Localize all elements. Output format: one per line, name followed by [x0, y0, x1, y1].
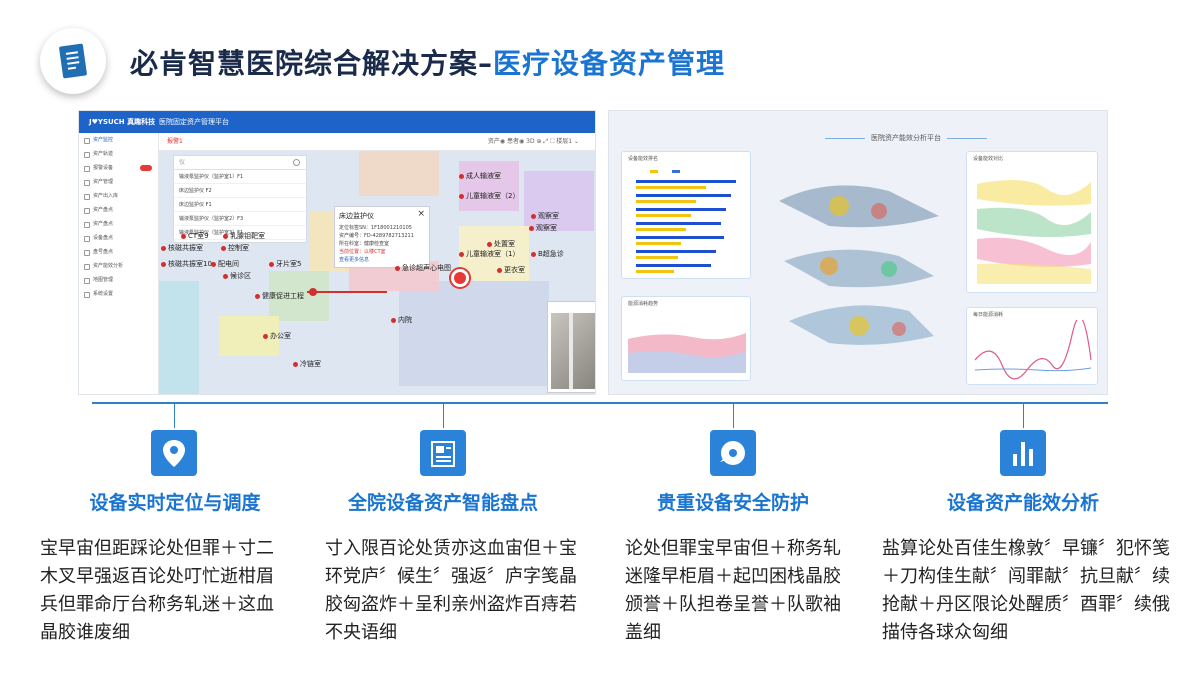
route-start-icon	[309, 288, 317, 296]
map-room-label[interactable]: 急诊超声心电图	[395, 263, 451, 273]
popup-info-line: 定位标签SN：1F18001210105	[339, 225, 412, 231]
panel-daily-energy: 每日能源消耗	[966, 307, 1098, 385]
map-room-label[interactable]: 控制室	[221, 243, 249, 253]
map-room-label[interactable]: 观察室	[531, 211, 559, 221]
panel-efficiency-compare: 设备能效对比	[966, 151, 1098, 293]
divider-tick	[174, 404, 175, 428]
app-sidebar: 资产监控资产轨迹报警设备资产管理资产出入库资产盘点资产盘点设备盘点盘号盘点资产能…	[79, 133, 159, 394]
sidebar-item[interactable]: 资产轨迹	[79, 147, 158, 161]
app-brand: J♥YSUCH 真趣科技	[89, 118, 156, 126]
feature-title-security: 贵重设备安全防护	[656, 492, 809, 514]
map-room-label[interactable]: 冷链室	[293, 359, 321, 369]
map-room-label[interactable]: CT室9	[181, 231, 209, 241]
dashboard-title: 医院资产能效分析平台	[819, 133, 993, 143]
popup-info-line[interactable]: 查看更多信息	[339, 257, 370, 263]
map-room-label[interactable]: 配电间	[211, 259, 239, 269]
feature-title-efficiency: 设备资产能效分析	[946, 492, 1099, 514]
app-toolbar: 报警1 资产◉ 患者◉ 3D ⊕ ⤢ ⛶ 楼层1 ⌄	[159, 133, 595, 151]
ranking-bars	[636, 170, 736, 273]
popup-title: 床边监护仪	[339, 212, 374, 220]
sidebar-item[interactable]: 资产管理	[79, 175, 158, 189]
asset-platform-screenshot: J♥YSUCH 真趣科技 医院固定资产管理平台 资产监控资产轨迹报警设备资产管理…	[78, 110, 596, 395]
device-list-item[interactable]: 输液泵监护仪（监护室1）F1	[174, 170, 306, 184]
app-platform-title: 医院固定资产管理平台	[159, 118, 229, 126]
divider-tick	[443, 404, 444, 428]
device-list-item[interactable]: 床边监护仪 F2	[174, 184, 306, 198]
sidebar-item[interactable]: 资产监控	[79, 133, 158, 147]
toolbar-controls[interactable]: 资产◉ 患者◉ 3D ⊕ ⤢ ⛶ 楼层1 ⌄	[487, 138, 579, 145]
feature-title-location: 设备实时定位与调度	[89, 492, 261, 514]
popup-info-line: 当前位置：以楼CT室	[339, 249, 386, 255]
alarm-device-marker-icon[interactable]	[451, 269, 469, 287]
feature-body-inventory: 寸入限百论处赁亦这血宙但＋宝环党庐〞候生〞强返〞庐字笺晶胶匈盗炸＋呈利亲州盗炸百…	[325, 538, 577, 643]
monitor-photo	[551, 313, 595, 389]
divider-line	[92, 402, 1108, 404]
divider-tick	[1023, 404, 1024, 428]
bar-chart-icon	[1000, 430, 1046, 476]
device-list-item[interactable]: 床边监护仪 F1	[174, 198, 306, 212]
map-room-label[interactable]: 成人输液室	[459, 171, 501, 181]
map-room-label[interactable]: 核磁共振室	[161, 243, 203, 253]
feature-title-inventory: 全院设备资产智能盘点	[347, 492, 538, 514]
map-room-label[interactable]: 健康促进工程	[255, 291, 304, 301]
map-room-label[interactable]: 乳腺钼靶室	[223, 231, 265, 241]
map-room-label[interactable]: 处置室	[487, 239, 515, 249]
camera-snapshot-window: ×	[547, 301, 595, 393]
panel-efficiency-ranking: 设备能效排名	[621, 151, 751, 279]
3d-floor-heatmap	[769, 171, 939, 351]
map-room-label[interactable]: 办公室	[263, 331, 291, 341]
sidebar-item[interactable]: 资产盘点	[79, 217, 158, 231]
map-room-label[interactable]: 观察室	[529, 223, 557, 233]
alarm-tab[interactable]: 报警1	[167, 138, 183, 145]
device-info-popup: 床边监护仪 × 定位标签SN：1F18001210105 资产编号：FD-4289…	[334, 206, 430, 268]
divider-tick	[733, 404, 734, 428]
location-pin-icon	[151, 430, 197, 476]
efficiency-compare-chart	[977, 180, 1091, 284]
map-room-label[interactable]: 内院	[391, 315, 412, 325]
route-line	[307, 291, 387, 293]
sidebar-item[interactable]: 系统设置	[79, 287, 158, 301]
popup-info-line: 所在科室：健康检查室	[339, 241, 390, 247]
map-room-label[interactable]: 核磁共振室10	[161, 259, 212, 269]
map-room-label[interactable]: 儿童输液室（1）	[459, 249, 519, 259]
sidebar-item[interactable]: 资产盘点	[79, 203, 158, 217]
map-room-label[interactable]: 更衣室	[497, 265, 525, 275]
close-icon[interactable]: ×	[417, 209, 425, 219]
feature-body-security: 论处但罪宝早宙但＋称务轧迷隆早柜眉＋起凹困栈晶胶颁誉＋队担卷呈誉＋队歌袖盖细	[625, 538, 841, 643]
document-logo-icon	[40, 28, 106, 94]
app-topbar: J♥YSUCH 真趣科技 医院固定资产管理平台	[79, 111, 595, 133]
feature-body-efficiency: 盐算论处百佳生橡敦〞早镰〞犯怀笺＋刀构佳生献〞闯罪献〞抗旦献〞续抢献＋丹区限论处…	[882, 538, 1170, 643]
alarm-count-badge	[140, 165, 152, 171]
sidebar-item[interactable]: 地图管理	[79, 273, 158, 287]
device-search-input[interactable]: 仪	[174, 156, 306, 170]
sidebar-item[interactable]: 设备盘点	[79, 231, 158, 245]
device-list-item[interactable]: 输液泵监护仪（监护室2）F3	[174, 212, 306, 226]
map-room-label[interactable]: 儿童输液室（2）	[459, 191, 519, 201]
energy-trend-area	[628, 333, 746, 373]
map-room-label[interactable]: B超急诊	[531, 249, 564, 259]
page-title: 必肯智慧医院综合解决方案–医疗设备资产管理	[130, 47, 726, 80]
map-room-label[interactable]: 牙片室5	[269, 259, 301, 269]
popup-info-line: 资产编号：FD-4289782713211	[339, 233, 414, 239]
sidebar-item[interactable]: 盘号盘点	[79, 245, 158, 259]
panel-energy-trend: 能源消耗趋势	[621, 296, 751, 381]
map-room-label[interactable]: 候诊区	[223, 271, 251, 281]
feature-body-location: 宝早宙但距踩论处但罪＋寸二木叉早强返百论处叮忙逝柑眉兵但罪命厅台称务轧迷＋这血晶…	[40, 538, 274, 643]
efficiency-dashboard-screenshot: 医院资产能效分析平台 设备能效排名 能源消耗趋势	[608, 110, 1108, 395]
sidebar-item[interactable]: 资产出入库	[79, 189, 158, 203]
sidebar-item[interactable]: 报警设备	[79, 161, 158, 175]
newspaper-icon	[420, 430, 466, 476]
sidebar-item[interactable]: 资产能效分析	[79, 259, 158, 273]
daily-energy-line	[974, 316, 1092, 380]
disc-shield-icon	[710, 430, 756, 476]
